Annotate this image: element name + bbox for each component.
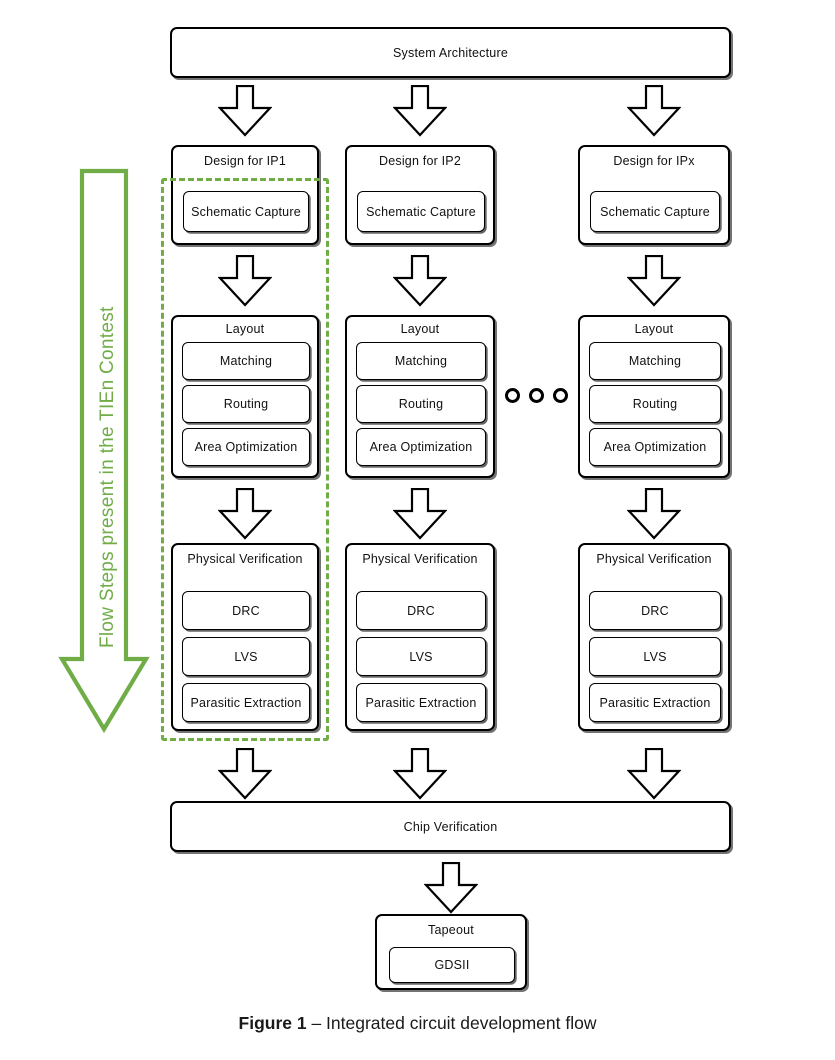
tien-contest-flow-label: Flow Steps present in the TIEn Contest [97, 306, 118, 648]
figure-caption: Figure 1 – Integrated circuit developmen… [0, 1013, 835, 1034]
layout-box-ipx: Layout Matching Routing Area Optimizatio… [578, 315, 730, 478]
step-area-optimization-ip2: Area Optimization [356, 428, 486, 466]
arrow-ip2-verification-to-chip [392, 747, 448, 800]
arrow-chip-to-tapeout [423, 861, 479, 914]
arrow-architecture-to-ipx [626, 84, 682, 137]
step-routing-ipx: Routing [589, 385, 721, 423]
layout-box-ip2: Layout Matching Routing Area Optimizatio… [345, 315, 495, 478]
step-parasitic-extraction-ip2: Parasitic Extraction [356, 683, 486, 722]
chip-verification-label: Chip Verification [403, 819, 498, 834]
physical-verification-box-ip2: Physical Verification DRC LVS Parasitic … [345, 543, 495, 731]
arrow-ipx-layout-to-verification [626, 487, 682, 540]
step-drc-ip2: DRC [356, 591, 486, 630]
step-drc-ip1: DRC [182, 591, 310, 630]
step-schematic-capture-ip1: Schematic Capture [183, 191, 309, 232]
arrow-ip2-layout-to-verification [392, 487, 448, 540]
step-drc-ipx: DRC [589, 591, 721, 630]
step-matching-ip2: Matching [356, 342, 486, 380]
arrow-architecture-to-ip1 [217, 84, 273, 137]
step-routing-ip2: Routing [356, 385, 486, 423]
figure-caption-number: Figure 1 [238, 1013, 307, 1033]
physical-verification-box-ip1: Physical Verification DRC LVS Parasitic … [171, 543, 319, 731]
tapeout-box-title: Tapeout [428, 923, 474, 937]
step-lvs-ip1: LVS [182, 637, 310, 676]
layout-box-ipx-title: Layout [634, 322, 674, 336]
chip-verification-box: Chip Verification [170, 801, 731, 852]
physical-verification-box-ipx: Physical Verification DRC LVS Parasitic … [578, 543, 730, 731]
dot-icon [529, 388, 544, 403]
step-lvs-ip2: LVS [356, 637, 486, 676]
arrow-ip1-verification-to-chip [217, 747, 273, 800]
physical-verification-box-ip1-title: Physical Verification [187, 552, 303, 566]
step-routing-ip1: Routing [182, 385, 310, 423]
step-gdsii: GDSII [389, 947, 515, 983]
step-matching-ip1: Matching [182, 342, 310, 380]
design-box-ip1: Design for IP1 Schematic Capture [171, 145, 319, 245]
system-architecture-label: System Architecture [393, 45, 508, 60]
physical-verification-box-ipx-title: Physical Verification [596, 552, 712, 566]
design-box-ipx-title: Design for IPx [613, 154, 695, 168]
system-architecture-box: System Architecture [170, 27, 731, 78]
step-parasitic-extraction-ipx: Parasitic Extraction [589, 683, 721, 722]
step-parasitic-extraction-ip1: Parasitic Extraction [182, 683, 310, 722]
physical-verification-box-ip2-title: Physical Verification [362, 552, 478, 566]
dot-icon [553, 388, 568, 403]
arrow-ip1-layout-to-verification [217, 487, 273, 540]
step-matching-ipx: Matching [589, 342, 721, 380]
arrow-ip2-design-to-layout [392, 254, 448, 307]
layout-box-ip1: Layout Matching Routing Area Optimizatio… [171, 315, 319, 478]
layout-box-ip1-title: Layout [225, 322, 265, 336]
step-lvs-ipx: LVS [589, 637, 721, 676]
arrow-ipx-verification-to-chip [626, 747, 682, 800]
design-box-ip1-title: Design for IP1 [203, 154, 286, 168]
step-schematic-capture-ip2: Schematic Capture [357, 191, 485, 232]
step-schematic-capture-ipx: Schematic Capture [590, 191, 720, 232]
arrow-ipx-design-to-layout [626, 254, 682, 307]
design-box-ip2-title: Design for IP2 [378, 154, 461, 168]
design-box-ipx: Design for IPx Schematic Capture [578, 145, 730, 245]
tapeout-box: Tapeout GDSII [375, 914, 527, 990]
continuation-dots [505, 388, 568, 403]
design-box-ip2: Design for IP2 Schematic Capture [345, 145, 495, 245]
layout-box-ip2-title: Layout [400, 322, 440, 336]
arrow-architecture-to-ip2 [392, 84, 448, 137]
figure-caption-text: – Integrated circuit development flow [306, 1013, 597, 1033]
step-area-optimization-ipx: Area Optimization [589, 428, 721, 466]
dot-icon [505, 388, 520, 403]
arrow-ip1-design-to-layout [217, 254, 273, 307]
tien-contest-flow-arrow [58, 168, 150, 734]
step-area-optimization-ip1: Area Optimization [182, 428, 310, 466]
